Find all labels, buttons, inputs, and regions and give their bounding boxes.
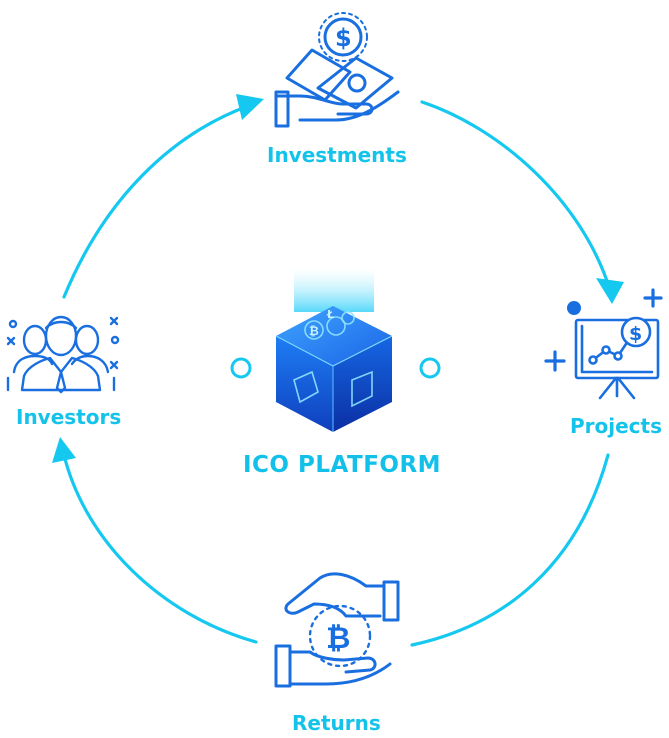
presentation-board-icon: $ [544, 288, 663, 400]
arrow-investors-to-investments [62, 104, 250, 299]
cycle-arrows [62, 100, 612, 647]
arrowhead-investors [52, 437, 76, 463]
arrowhead-projects [596, 278, 624, 304]
svg-text:₿: ₿ [309, 324, 319, 338]
label-investments: Investments [267, 143, 407, 167]
arrow-projects-to-returns [410, 453, 610, 647]
svg-text:$: $ [335, 24, 352, 52]
svg-text:₿: ₿ [326, 621, 350, 656]
money-hand-icon: $ [274, 12, 400, 128]
arrow-returns-to-investors [62, 453, 258, 644]
investors-group-icon [6, 315, 120, 394]
svg-text:Ł: Ł [326, 308, 334, 321]
bitcoin-hands-icon: ₿ [274, 572, 400, 688]
label-investors: Investors [16, 405, 122, 429]
label-returns: Returns [292, 711, 381, 735]
label-projects: Projects [570, 414, 663, 438]
arrow-investments-to-projects [420, 100, 612, 292]
arrow-heads [52, 94, 624, 463]
svg-text:$: $ [629, 323, 642, 345]
label-ico-platform: ICO PLATFORM [243, 452, 442, 478]
crypto-cube-icon: ₿ Ł [275, 268, 393, 432]
arrowhead-investments [236, 94, 264, 120]
connector-left-dot [230, 357, 252, 379]
connector-right-dot [419, 357, 441, 379]
